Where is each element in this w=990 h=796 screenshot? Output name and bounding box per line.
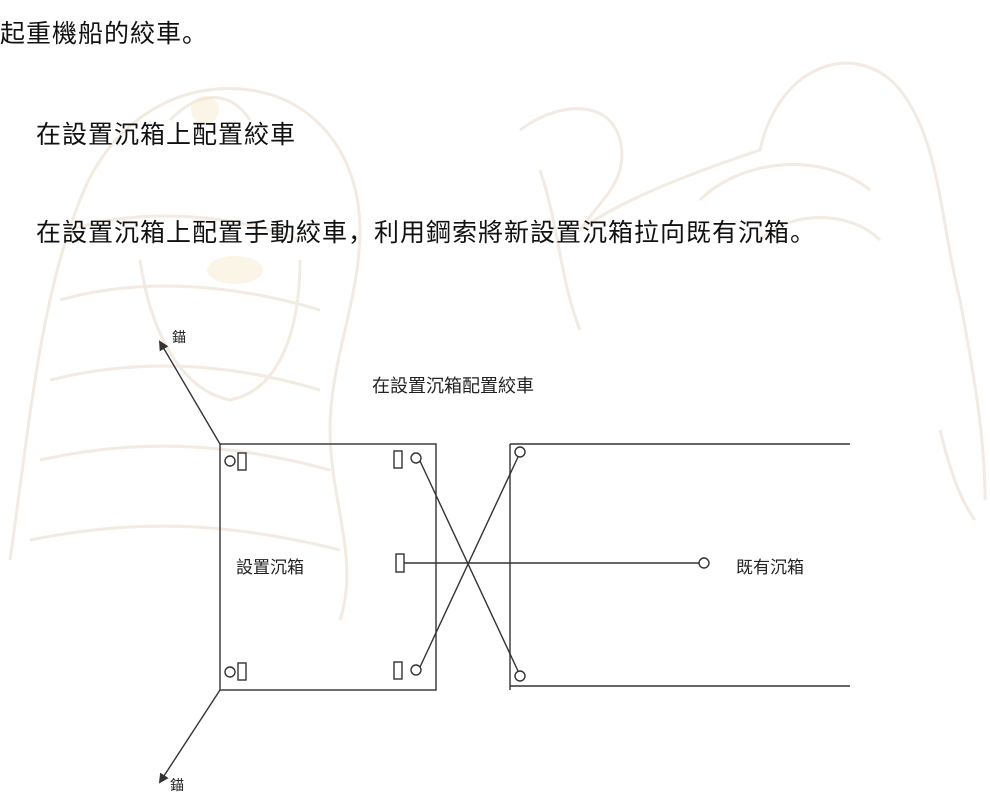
winch-top-right bbox=[393, 450, 403, 469]
wire-rope-bottom-cross bbox=[419, 456, 519, 668]
body-text-line-1: 起重機船的絞車。 bbox=[0, 19, 209, 48]
bollard-top bbox=[514, 446, 526, 458]
fairlead-bottom-left bbox=[224, 666, 236, 678]
winch-center bbox=[395, 553, 405, 573]
winch-top-left bbox=[237, 452, 247, 471]
wire-rope-top-cross bbox=[419, 460, 519, 672]
diagram-title: 在設置沉箱配置絞車 bbox=[372, 376, 534, 397]
anchor-line-top bbox=[158, 340, 221, 445]
winch-bottom-left bbox=[237, 662, 247, 681]
fairlead-bottom-right bbox=[410, 664, 422, 676]
fairlead-top-left bbox=[224, 455, 236, 467]
winch-layout-diagram: 在設置沉箱配置絞車 設置沉箱 既有沉箱 錨 錨 bbox=[158, 330, 850, 794]
winch-bottom-right bbox=[393, 661, 403, 680]
body-text-line-3: 在設置沉箱上配置手動絞車，利用鋼索將新設置沉箱拉向既有沉箱。 bbox=[36, 218, 817, 247]
fairlead-top-right bbox=[410, 452, 422, 464]
existing-caisson-label: 既有沉箱 bbox=[736, 558, 804, 578]
new-caisson-box bbox=[219, 443, 437, 691]
anchor-bottom-label: 錨 bbox=[170, 778, 184, 794]
section-heading: 在設置沉箱上配置絞車 bbox=[36, 120, 297, 149]
anchor-top-label: 錨 bbox=[172, 330, 186, 346]
anchor-line-bottom bbox=[158, 689, 221, 784]
new-caisson-label: 設置沉箱 bbox=[236, 558, 304, 578]
bollard-bottom bbox=[514, 670, 526, 682]
bollard-center bbox=[698, 557, 710, 569]
